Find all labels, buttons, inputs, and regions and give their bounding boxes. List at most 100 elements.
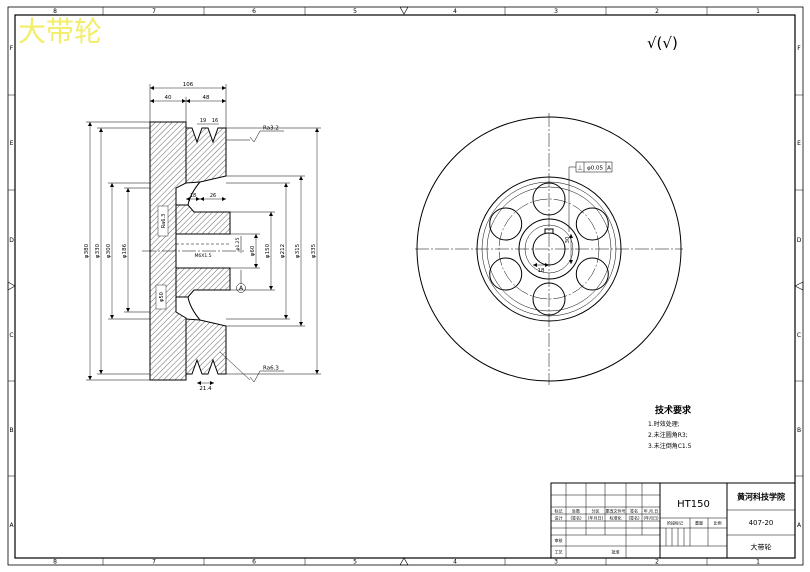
tolerance-frame: ⊥ φ0.05 A bbox=[568, 161, 613, 232]
center-mark-top bbox=[399, 6, 409, 15]
hub-roughness-label: Ra6.3 bbox=[161, 214, 167, 228]
tb-label: 处数 bbox=[572, 508, 580, 514]
tb-process-label: 工艺 bbox=[555, 550, 563, 555]
inner-border bbox=[14, 14, 796, 559]
dim-small-dia: φ1.25 bbox=[235, 237, 241, 250]
dim-hub-b: 26 bbox=[210, 193, 216, 199]
top-dimensions: 106 40 48 19 16 18 26 bbox=[149, 82, 227, 201]
drawing-title: 大带轮 bbox=[18, 15, 102, 48]
dim-hub-a: 18 bbox=[190, 193, 196, 199]
design-row: 设计 (签名) (年月日) 标准化 (签名) (年月日) bbox=[555, 515, 659, 521]
zone-col-label: 8 bbox=[53, 8, 57, 15]
tb-label: (年月日) bbox=[643, 515, 659, 521]
tb-label: (年月日) bbox=[588, 515, 604, 521]
tolerance-symbol: ⊥ bbox=[577, 165, 582, 172]
zone-labels-left: F E D C B A bbox=[9, 45, 14, 529]
drawing-frame: 8 7 6 5 4 3 2 1 8 7 6 5 4 3 2 1 F E D C … bbox=[7, 6, 804, 566]
tech-req-heading: 技术要求 bbox=[655, 404, 692, 416]
roughness-symbol-top: Ra3.2 bbox=[226, 126, 284, 143]
hole bbox=[575, 207, 609, 241]
datum-circle bbox=[236, 283, 246, 293]
zone-row-label: A bbox=[9, 522, 14, 529]
general-roughness-note: √(√) bbox=[647, 34, 678, 52]
hole bbox=[489, 257, 523, 291]
front-view: 30 18 ⊥ φ0.05 A bbox=[415, 113, 683, 385]
dim-dia-300: φ300 bbox=[106, 243, 112, 258]
tb-part-name: 大带轮 bbox=[751, 543, 772, 552]
rim-section-bottom bbox=[185, 318, 227, 375]
zone-labels-right: F E D C B A bbox=[797, 45, 802, 529]
tb-label: 更改文件号 bbox=[606, 508, 626, 514]
zone-col-label: 2 bbox=[655, 559, 659, 566]
stage-row: 阶段标记 重量 比例 bbox=[667, 520, 722, 526]
zone-row-label: A bbox=[797, 522, 802, 529]
zone-col-label: 1 bbox=[756, 8, 760, 15]
tb-material: HT150 bbox=[677, 499, 710, 510]
tb-label: 签名 bbox=[630, 508, 638, 514]
zone-col-label: 2 bbox=[655, 8, 659, 15]
zone-row-label: F bbox=[10, 45, 14, 52]
dim-overall-width: 106 bbox=[183, 82, 194, 88]
tb-label: 设计 bbox=[555, 515, 563, 521]
dim-dia-186: φ186 bbox=[122, 243, 128, 258]
dim-dia-212: φ212 bbox=[280, 244, 286, 258]
tolerance-value: φ0.05 bbox=[587, 166, 603, 172]
dim-front-b: 18 bbox=[538, 268, 545, 274]
tech-req-item: 1.时效处理; bbox=[648, 420, 680, 428]
zone-row-label: B bbox=[797, 427, 801, 434]
tb-review-label: 审核 bbox=[555, 537, 563, 543]
rim-section-top bbox=[185, 127, 227, 184]
tb-label: 重量 bbox=[695, 520, 703, 526]
tb-approve-label: 批准 bbox=[612, 549, 620, 555]
tb-label: 分区 bbox=[592, 508, 600, 514]
zone-row-label: C bbox=[9, 332, 13, 339]
zone-row-label: E bbox=[10, 140, 14, 147]
center-mark-right bbox=[794, 281, 804, 291]
zone-col-label: 7 bbox=[152, 559, 156, 566]
technical-requirements: 技术要求 1.时效处理; 2.未注圆角R3; 3.未注倒角C1.5 bbox=[648, 404, 692, 450]
hub-roughness-backdrop bbox=[157, 205, 169, 237]
zone-col-label: 6 bbox=[252, 8, 256, 15]
dim-dia-330: φ330 bbox=[95, 243, 101, 258]
hole bbox=[575, 257, 609, 291]
zone-col-label: 3 bbox=[554, 8, 558, 15]
dim-right-width: 48 bbox=[203, 95, 210, 101]
center-mark-bottom bbox=[399, 557, 409, 566]
revision-grid bbox=[551, 483, 660, 558]
zone-row-label: C bbox=[797, 332, 801, 339]
tb-school: 黄河科技学院 bbox=[737, 492, 785, 502]
hole bbox=[489, 207, 523, 241]
tb-label: 标准化 bbox=[610, 515, 622, 521]
zone-col-label: 4 bbox=[453, 8, 457, 15]
tb-label: 阶段标记 bbox=[667, 520, 683, 526]
zone-row-label: E bbox=[797, 140, 801, 147]
roughness-top-label: Ra3.2 bbox=[263, 126, 279, 132]
zone-row-label: D bbox=[797, 237, 802, 244]
dim-bottom-width: 21.4 bbox=[199, 386, 212, 392]
dim-dia-335: φ335 bbox=[311, 243, 317, 258]
zone-col-label: 8 bbox=[53, 559, 57, 566]
tech-req-item: 2.未注圆角R3; bbox=[648, 431, 688, 439]
tolerance-datum: A bbox=[607, 166, 611, 172]
dim-groove-width: 16 bbox=[212, 118, 218, 124]
roughness-symbol-bottom: Ra6.3 bbox=[219, 351, 284, 383]
dim-front-a: 30 bbox=[565, 236, 571, 243]
zone-col-label: 4 bbox=[453, 559, 457, 566]
dim-dia-150: φ150 bbox=[265, 243, 271, 258]
dim-dia-60: φ60 bbox=[250, 245, 256, 256]
dim-left-width: 40 bbox=[165, 95, 172, 101]
roughness-bottom-label: Ra6.3 bbox=[263, 366, 279, 372]
center-mark-left bbox=[7, 281, 16, 291]
revision-header-row: 标记 处数 分区 更改文件号 签名 年.月.日 bbox=[555, 508, 659, 514]
zone-ticks bbox=[8, 7, 803, 565]
zone-col-label: 5 bbox=[353, 8, 357, 15]
tb-label: (签名) bbox=[628, 515, 640, 521]
dim-dia-380: φ380 bbox=[84, 243, 90, 258]
zone-labels-top: 8 7 6 5 4 3 2 1 bbox=[53, 8, 760, 15]
right-diameter-dimensions: φ60 φ150 φ212 φ315 φ335 bbox=[226, 127, 321, 375]
zone-col-label: 1 bbox=[756, 559, 760, 566]
tech-req-item: 3.未注倒角C1.5 bbox=[648, 442, 692, 450]
zone-col-label: 3 bbox=[554, 559, 558, 566]
